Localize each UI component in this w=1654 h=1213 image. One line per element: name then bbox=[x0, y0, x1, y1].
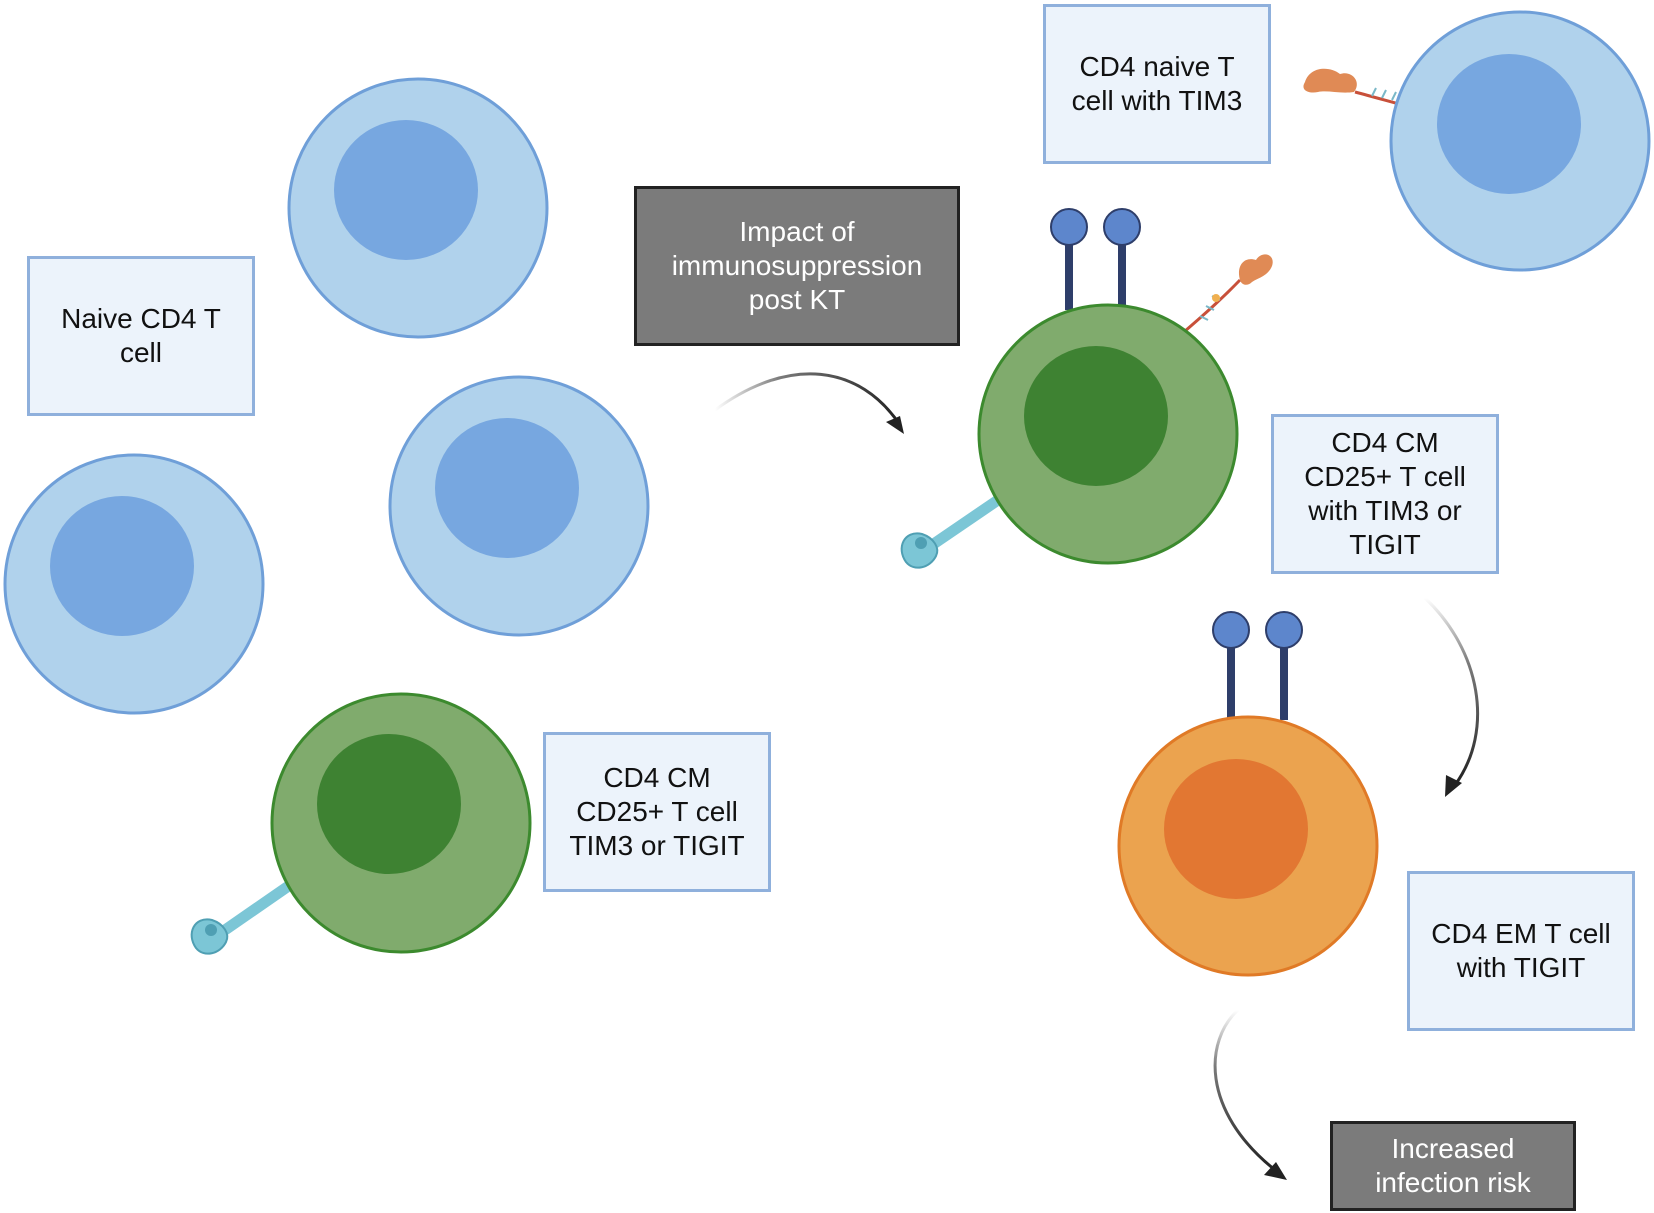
naive-t-cell-icon bbox=[3, 453, 265, 715]
naive-t-cell-icon bbox=[388, 375, 650, 637]
arrow-to-em-cell bbox=[1423, 596, 1480, 797]
cd4-cm-with-tim3-tigit-label: CD4 CM CD25+ T cell with TIM3 or TIGIT bbox=[1271, 414, 1499, 574]
arrow-to-infection-risk bbox=[1213, 1008, 1287, 1180]
infection-risk-label: Increased infection risk bbox=[1330, 1121, 1576, 1211]
tigit-receptor-icon bbox=[190, 879, 296, 955]
arrow-to-cm-cell bbox=[714, 372, 904, 434]
cd4-cm-tim3-tigit-label: CD4 CM CD25+ T cell TIM3 or TIGIT bbox=[543, 732, 771, 892]
em-t-cell-icon bbox=[1117, 715, 1379, 977]
cm-t-cell-icon bbox=[270, 692, 532, 954]
cd25-receptor-icon bbox=[1050, 208, 1141, 310]
cm-t-cell-icon bbox=[977, 303, 1239, 565]
cd4-em-tigit-label: CD4 EM T cell with TIGIT bbox=[1407, 871, 1635, 1031]
cd25-receptor-icon bbox=[1212, 611, 1303, 720]
tim3-receptor-icon bbox=[1173, 254, 1273, 342]
naive-cd4-label: Naive CD4 T cell bbox=[27, 256, 255, 416]
naive-t-cell-icon bbox=[1389, 10, 1651, 272]
naive-t-cell-icon bbox=[287, 77, 549, 339]
tigit-receptor-icon bbox=[900, 494, 1004, 569]
cd4-naive-tim3-label: CD4 naive T cell with TIM3 bbox=[1043, 4, 1271, 164]
immunosuppression-impact-label: Impact of immunosuppression post KT bbox=[634, 186, 960, 346]
